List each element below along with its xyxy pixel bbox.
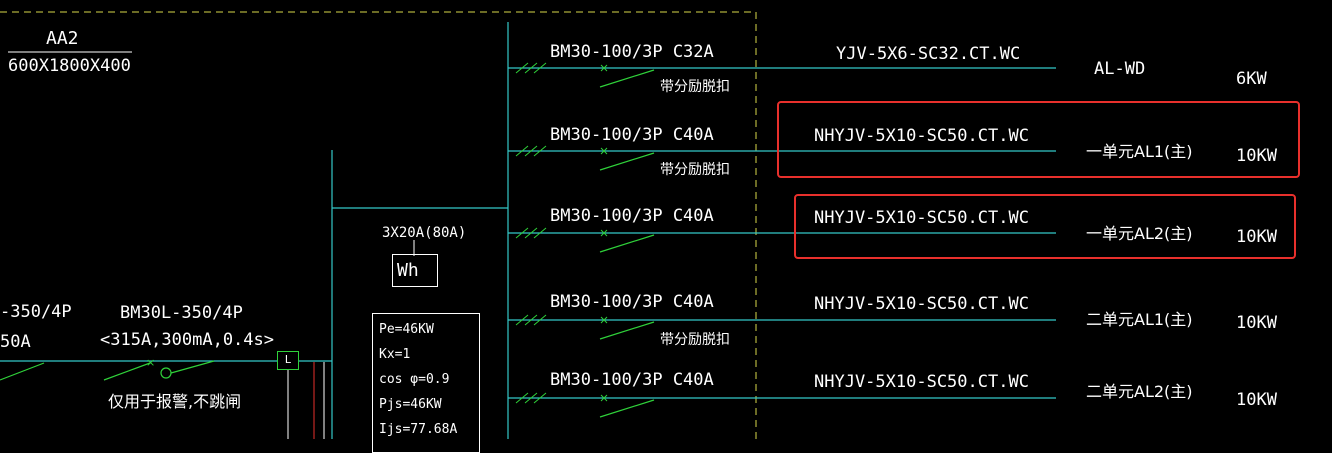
circuit-3-breaker: BM30-100/3P C40A (550, 206, 714, 226)
circuit-2-note: 带分励脱扣 (660, 162, 730, 178)
circuit-4-breaker-blade (599, 321, 655, 340)
load-cos: cos φ=0.9 (379, 372, 450, 387)
panel-size: 600X1800X400 (8, 56, 131, 76)
incoming-breaker-blade-1 (0, 362, 45, 381)
circuit-4-phase-mark-1 (515, 314, 529, 326)
circuit-5-phase-mark-3 (533, 392, 547, 404)
circuit-1-cable: YJV-5X6-SC32.CT.WC (836, 44, 1021, 64)
circuit-4-dest: 二单元AL1(主) (1086, 310, 1193, 329)
rcd-label-1: BM30L-350/4P (120, 303, 243, 323)
circuit-4-power: 10KW (1236, 313, 1277, 333)
circuit-5-breaker-x-b (600, 394, 608, 402)
highlight-circuit-3 (794, 194, 1296, 259)
circuit-2-breaker: BM30-100/3P C40A (550, 125, 714, 145)
load-pe: Pe=46KW (379, 322, 434, 337)
highlight-circuit-2 (777, 101, 1300, 178)
load-kx: Kx=1 (379, 347, 411, 362)
rcd-label-2: <315A,300mA,0.4s> (100, 330, 274, 350)
circuit-2-dest: 一单元AL1(主) (1086, 142, 1193, 161)
circuit-2-breaker-blade (599, 152, 655, 171)
circuit-2-phase-mark-3 (533, 145, 547, 157)
energy-meter-label: Wh (397, 260, 419, 281)
circuit-3-cable: NHYJV-5X10-SC50.CT.WC (814, 208, 1029, 228)
circuit-2-phase-mark-1 (515, 145, 529, 157)
circuit-5-phase-mark-2 (524, 392, 538, 404)
circuit-5-phase-mark-1 (515, 392, 529, 404)
circuit-2-phase-mark-2 (524, 145, 538, 157)
circuit-1-breaker-blade (599, 69, 655, 88)
circuit-4-cable: NHYJV-5X10-SC50.CT.WC (814, 294, 1029, 314)
circuit-2-breaker-x-b (600, 147, 608, 155)
energy-meter: Wh (392, 254, 438, 287)
circuit-1-breaker: BM30-100/3P C32A (550, 42, 714, 62)
incoming-module-label: L (284, 353, 292, 366)
incoming-module: L (277, 351, 299, 370)
circuit-3-dest: 一单元AL2(主) (1086, 224, 1193, 243)
circuit-4-breaker-x-b (600, 316, 608, 324)
rcd-sensor-circle (160, 367, 172, 379)
load-ijs: Ijs=77.68A (379, 422, 458, 437)
circuit-3-phase-mark-1 (515, 227, 529, 239)
circuit-1-power: 6KW (1236, 69, 1267, 89)
meter-rating: 3X20A(80A) (382, 225, 467, 241)
circuit-3-phase-mark-3 (533, 227, 547, 239)
circuit-5-breaker: BM30-100/3P C40A (550, 370, 714, 390)
circuit-4-note: 带分励脱扣 (660, 332, 730, 348)
circuit-2-power: 10KW (1236, 146, 1277, 166)
circuit-3-phase-mark-2 (524, 227, 538, 239)
incoming-breaker-blade-2 (103, 362, 151, 381)
circuit-1-breaker-x-b (600, 64, 608, 72)
circuit-4-phase-mark-3 (533, 314, 547, 326)
circuit-5-cable: NHYJV-5X10-SC50.CT.WC (814, 372, 1029, 392)
circuit-1-phase-mark-3 (533, 62, 547, 74)
circuit-1-phase-mark-1 (515, 62, 529, 74)
circuit-1-phase-mark-2 (524, 62, 538, 74)
load-pjs: Pjs=46KW (379, 397, 442, 412)
rcd-sensor-stem (170, 360, 215, 374)
circuit-3-power: 10KW (1236, 227, 1277, 247)
circuit-3-breaker-blade (599, 234, 655, 253)
circuit-3-breaker-x-b (600, 229, 608, 237)
incoming-breaker-label-2: 50A (0, 332, 31, 352)
load-calculation-box: Pe=46KW Kx=1 cos φ=0.9 Pjs=46KW Ijs=77.6… (372, 313, 480, 453)
rcd-note: 仅用于报警,不跳闸 (108, 392, 242, 411)
circuit-2-cable: NHYJV-5X10-SC50.CT.WC (814, 126, 1029, 146)
circuit-5-dest: 二单元AL2(主) (1086, 382, 1193, 401)
circuit-4-breaker: BM30-100/3P C40A (550, 292, 714, 312)
incoming-breaker-x: × (146, 356, 155, 369)
circuit-1-note: 带分励脱扣 (660, 79, 730, 95)
circuit-1-dest: AL-WD (1094, 59, 1146, 79)
panel-name: AA2 (46, 28, 79, 49)
circuit-5-power: 10KW (1236, 390, 1277, 410)
schematic-canvas: × (0, 11, 1056, 439)
circuit-lines (508, 62, 1056, 418)
circuit-4-phase-mark-2 (524, 314, 538, 326)
incoming-breaker-label-1: -350/4P (0, 302, 72, 322)
circuit-5-breaker-blade (599, 399, 655, 418)
